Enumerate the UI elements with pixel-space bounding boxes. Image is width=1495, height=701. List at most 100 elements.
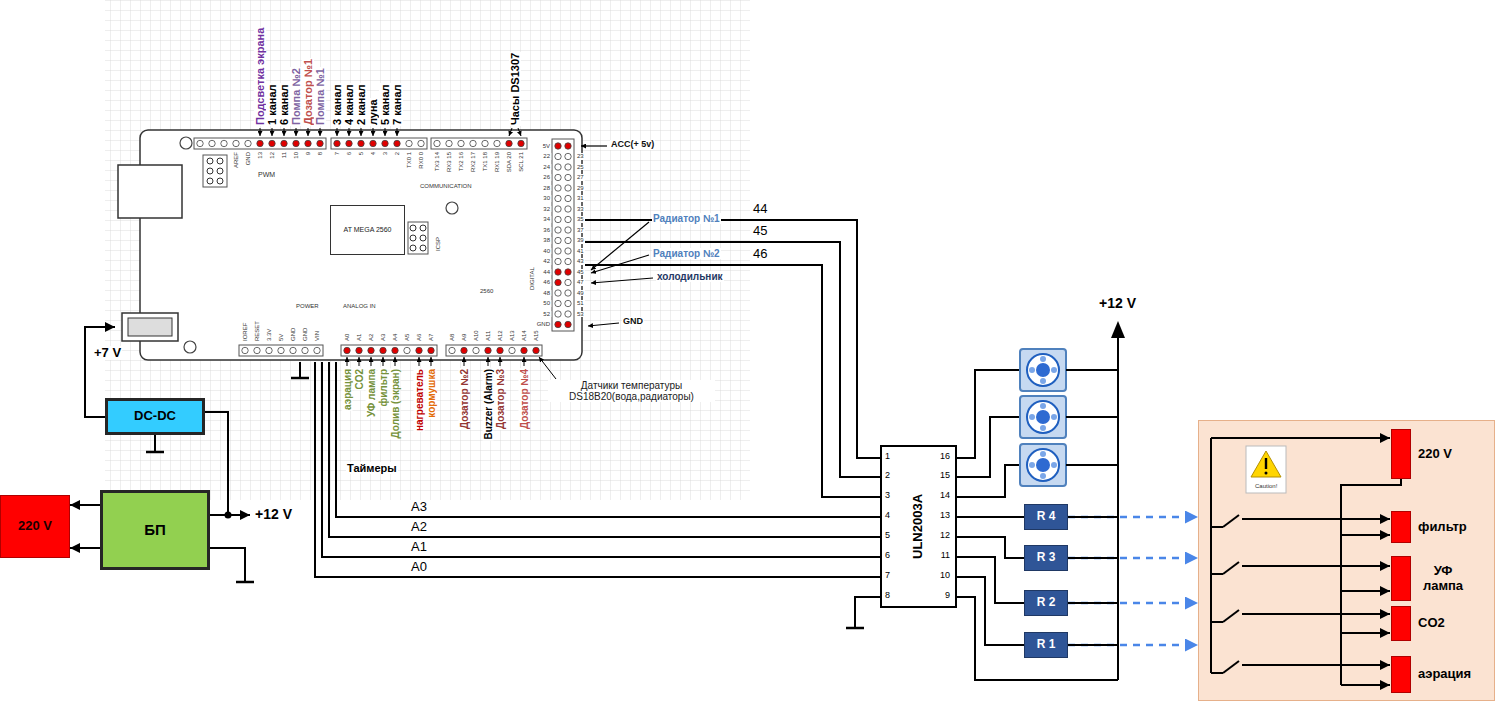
load-terminal: УФ лампа: [1391, 556, 1468, 601]
header-pin: [555, 185, 561, 191]
header-pin: [266, 347, 272, 353]
header-pin: [217, 168, 223, 174]
wire: [955, 465, 1020, 497]
header-pin: [565, 311, 571, 317]
relay-box: R 2: [1024, 590, 1068, 616]
header-pin: [485, 347, 491, 353]
pin-label: фильтр: [378, 368, 389, 408]
header-pin: [217, 178, 223, 184]
pin-label: 5 канал: [379, 83, 391, 126]
node-text: аэрация: [1418, 667, 1471, 682]
switch-blade: [1223, 515, 1239, 527]
pin-label: SCL 21: [518, 151, 525, 173]
leader-line: [260, 128, 261, 136]
header-pin: [420, 245, 426, 251]
pin-label: 3.3V: [266, 328, 273, 342]
header-pin: [555, 321, 561, 327]
pin-label: A10: [473, 329, 480, 342]
usb-connector: [118, 165, 182, 218]
header-pin: [358, 140, 364, 146]
fan-blade: [1029, 367, 1035, 373]
wire: [1341, 534, 1390, 536]
header-pin: [406, 140, 412, 146]
warning-icon: [1251, 451, 1281, 477]
wire: [1341, 632, 1390, 634]
header-pin: [565, 279, 571, 285]
mount-hole: [180, 137, 192, 149]
node-text: 2560: [480, 288, 493, 295]
fan-blade: [1040, 403, 1046, 409]
header-pin: [565, 216, 571, 222]
relay-box: R 1: [1024, 632, 1068, 658]
pin-label: 24: [542, 164, 551, 171]
pin-label: 42: [542, 258, 551, 265]
node-text: R 2: [1037, 596, 1056, 610]
pin-label: Долив (экран): [390, 368, 401, 439]
wire: [1211, 621, 1223, 623]
dc-dc-converter: DC-DC: [105, 398, 205, 435]
pin-label: Buzzer (Alarm): [483, 368, 494, 441]
pin-label: ICSP: [435, 236, 442, 252]
header-pin: [209, 140, 215, 146]
pin-label: TX0 1: [406, 151, 413, 169]
header-pin: [497, 347, 503, 353]
pin-label: 1: [884, 452, 891, 462]
fan-blade: [1040, 425, 1046, 431]
fan-hub: [1036, 458, 1050, 472]
connector: [957, 537, 1024, 558]
leader-line: [371, 357, 372, 366]
pin-header: [431, 138, 527, 149]
pin-label: 47: [576, 279, 585, 286]
pin-label: 22: [542, 153, 551, 160]
header-pin: [565, 153, 571, 159]
wire: [955, 417, 1020, 477]
pin-label: 7: [334, 151, 341, 156]
fan-blade: [1040, 451, 1046, 457]
leader-line: [272, 128, 273, 136]
header-pin: [370, 140, 376, 146]
node-text: DIGITAL: [529, 267, 536, 290]
pin-header: [239, 345, 323, 356]
pin-label: кормушка: [426, 368, 437, 419]
connector: [70, 547, 100, 549]
header-pin: [458, 140, 464, 146]
leader-line: [524, 357, 525, 366]
pin-label: 13: [939, 511, 951, 521]
node-text: AT MEGA 2560: [344, 226, 392, 234]
node-text: DC-DC: [134, 409, 176, 424]
header-pin: [565, 269, 571, 275]
pin-label: 5V: [542, 143, 551, 150]
fan-blade: [1040, 378, 1046, 384]
pin-header: [446, 345, 542, 356]
header-pin: [449, 347, 455, 353]
pin-label: аэрация: [342, 368, 353, 411]
pin-label: Помпа №1: [314, 67, 326, 126]
pin-label: RX3 15: [446, 151, 453, 173]
wire: [1341, 590, 1390, 592]
pin-label: TX1 18: [482, 151, 489, 172]
pin-label: GND: [245, 151, 252, 166]
pin-header: [194, 138, 326, 149]
ground-symbol: [846, 627, 864, 630]
header-pin: [290, 347, 296, 353]
header-pin: [207, 168, 213, 174]
edge-label: A1: [410, 540, 428, 554]
connector: [957, 577, 1024, 645]
header-pin: [555, 269, 561, 275]
wire: [1066, 416, 1118, 418]
leader-line: [320, 128, 321, 136]
pin-label: 35: [576, 216, 585, 223]
pin-label: 5: [884, 531, 891, 541]
pin-label: RX0 0: [418, 151, 425, 170]
pin-label: 3: [382, 151, 389, 156]
node-text: ULN2003A: [911, 494, 926, 559]
header-pin: [380, 347, 386, 353]
switch-blade: [1223, 661, 1239, 673]
pin-label: CO2: [354, 368, 365, 391]
wire: [154, 435, 156, 452]
header-pin: [392, 347, 398, 353]
pin-label: 13: [257, 151, 264, 160]
header-pin: [293, 140, 299, 146]
switch-blade: [1223, 562, 1239, 574]
fan-hub: [1036, 410, 1050, 424]
